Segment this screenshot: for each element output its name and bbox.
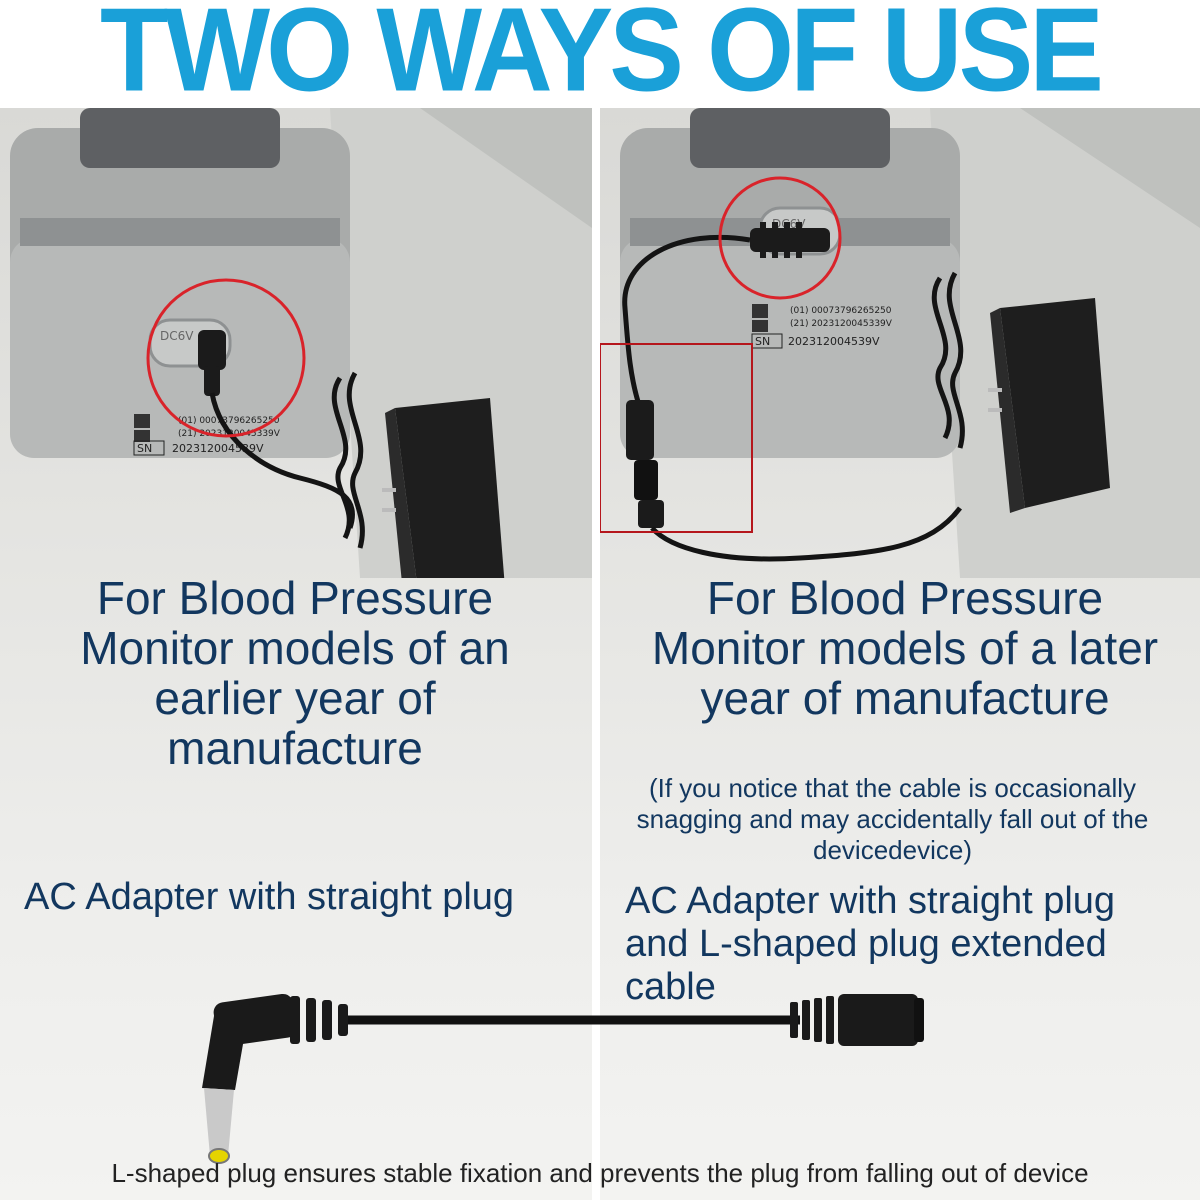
snagging-note: (If you notice that the cable is occasio… [636, 773, 1149, 865]
barcode-line-1: (01) 00073796265250 [790, 306, 892, 316]
sn-value: 202312004539V [788, 335, 880, 348]
dc6v-label: DC6V [160, 329, 194, 343]
panel-divider [592, 108, 600, 1200]
sn-label: SN [755, 335, 770, 348]
barcode-line-1: (01) 00073796265250 [178, 416, 280, 426]
adapter-label-straight: AC Adapter with straight plug [24, 876, 515, 918]
adapter-label-extended: AC Adapter with straight plug and L-shap… [625, 880, 1116, 1008]
device-photo-straight-plug: DC6V (01) 00073796265250 (21) 2023120045… [10, 108, 592, 578]
caption-earlier-models: For Blood Pressure Monitor models of an … [80, 572, 510, 774]
device-photo-l-shaped-plug: DC6V (01) 00073796265250 (21) 2023120045… [600, 108, 1200, 578]
sn-label: SN [137, 442, 152, 455]
page-title: TWO WAYS OF USE [100, 0, 1104, 116]
caption-later-models: For Blood Pressure Monitor models of a l… [651, 572, 1159, 724]
footer-note: L-shaped plug ensures stable fixation an… [111, 1158, 1089, 1188]
l-shaped-extension-cable-image [202, 993, 924, 1164]
barcode-line-2: (21) 2023120045339V [790, 319, 893, 329]
